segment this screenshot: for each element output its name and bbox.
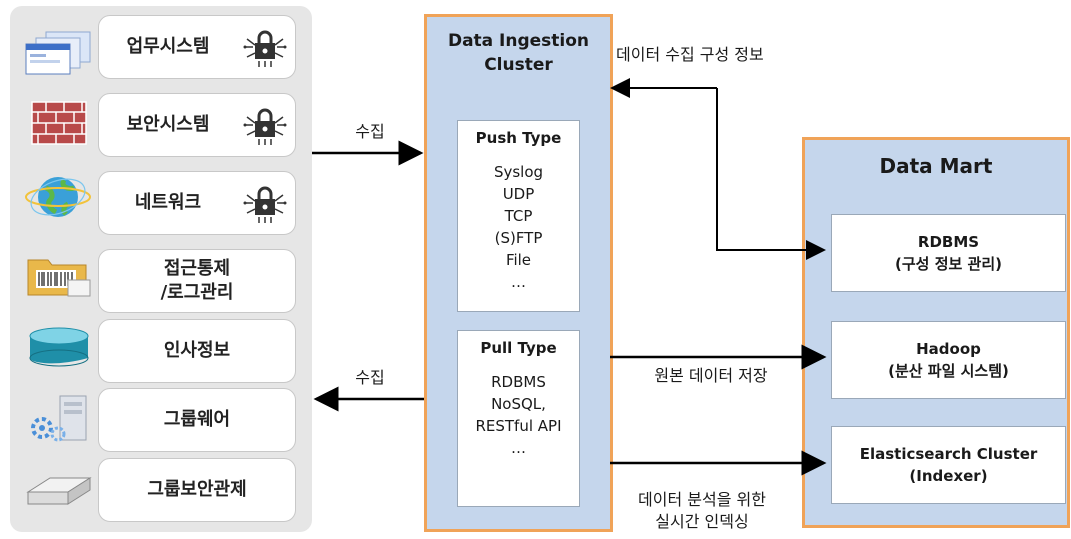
push-type-title: Push Type: [475, 129, 562, 147]
source-box: 그룹웨어: [98, 388, 296, 452]
push-item: (S)FTP: [494, 229, 543, 247]
folder-barcode-icon: [27, 259, 91, 297]
padlock-circuit-icon: [243, 30, 287, 67]
appliance-box-icon: [26, 477, 92, 505]
browser-window-icon: [25, 31, 91, 75]
source-label: 인사정보: [163, 340, 231, 361]
source-label: 업무시스템: [126, 36, 210, 57]
padlock-circuit-icon: [243, 186, 287, 223]
pull-item: RDBMS: [491, 373, 546, 391]
ingestion-cluster-title: Data Ingestion Cluster: [447, 31, 590, 75]
push-item: …: [511, 273, 526, 291]
source-box: 그룹보안관제: [98, 458, 296, 522]
pull-item: …: [511, 439, 526, 457]
rdbms-box: RDBMS (구성 정보 관리): [831, 214, 1066, 292]
pull-type-box: Pull Type RDBMS NoSQL, RESTful API …: [457, 330, 580, 507]
data-mart: Data Mart RDBMS (구성 정보 관리) Hadoop (분산 파일…: [802, 137, 1070, 528]
pull-item: RESTful API: [475, 417, 562, 435]
raw-store-label: 원본 데이터 저장: [654, 366, 768, 385]
collect-in-label: 수집: [355, 122, 385, 141]
push-type-box: Push Type Syslog UDP TCP (S)FTP File …: [457, 120, 580, 312]
source-label: 보안시스템: [126, 114, 210, 135]
source-label: 그룹웨어: [163, 409, 231, 430]
source-label: 접근통제 /로그관리: [160, 258, 234, 303]
collect-out-label: 수집: [355, 368, 385, 387]
mart-item-label: Elasticsearch Cluster (Indexer): [859, 445, 1038, 485]
hadoop-box: Hadoop (분산 파일 시스템): [831, 321, 1066, 399]
source-label: 네트워크: [134, 192, 202, 213]
realtime-index-label: 데이터 분석을 위한 실시간 인덱싱: [638, 490, 766, 531]
push-item: Syslog: [493, 163, 544, 181]
arrow-config-info-path: [716, 88, 826, 260]
padlock-circuit-icon: [243, 108, 287, 145]
elasticsearch-box: Elasticsearch Cluster (Indexer): [831, 426, 1066, 504]
firewall-brick-icon: [31, 101, 87, 145]
mart-item-label: RDBMS (구성 정보 관리): [895, 233, 1002, 273]
source-systems-panel: 업무시스템 보안시스템 네트워크: [10, 6, 312, 532]
server-gears-icon: [31, 395, 87, 442]
source-label: 그룹보안관제: [147, 479, 247, 500]
pull-item: NoSQL,: [491, 395, 546, 413]
push-item: File: [505, 251, 532, 269]
push-item: TCP: [504, 207, 533, 225]
source-box: 접근통제 /로그관리: [98, 249, 296, 313]
mart-item-label: Hadoop (분산 파일 시스템): [888, 340, 1009, 380]
data-mart-title: Data Mart: [879, 154, 993, 178]
globe-network-icon: [25, 177, 91, 217]
database-cylinder-icon: [29, 327, 89, 367]
push-type-items: Syslog UDP TCP (S)FTP File …: [458, 161, 579, 293]
source-box: 보안시스템: [98, 93, 296, 157]
source-box: 네트워크: [98, 171, 296, 235]
pull-type-title: Pull Type: [480, 339, 557, 357]
push-item: UDP: [502, 185, 535, 203]
source-box: 인사정보: [98, 319, 296, 383]
data-ingestion-cluster: Data Ingestion Cluster Push Type Syslog …: [424, 14, 613, 532]
source-box: 업무시스템: [98, 15, 296, 79]
pull-type-items: RDBMS NoSQL, RESTful API …: [458, 371, 579, 459]
config-info-label: 데이터 수집 구성 정보: [616, 45, 764, 64]
